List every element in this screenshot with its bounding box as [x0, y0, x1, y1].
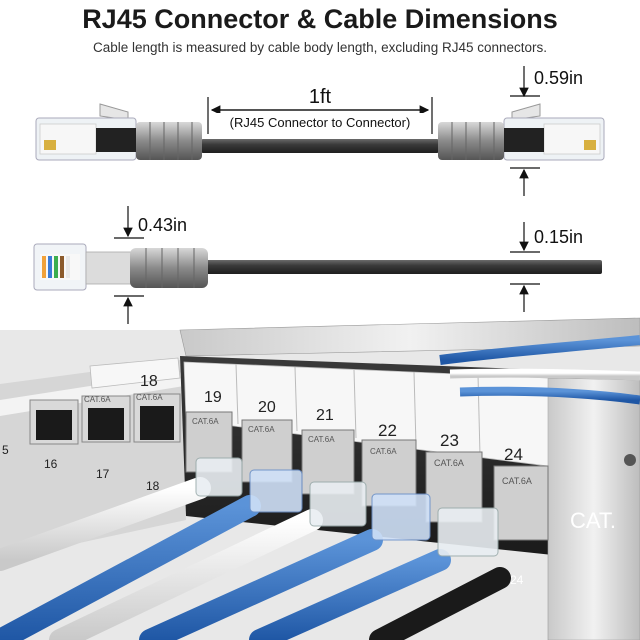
right-rj45-connector — [438, 103, 605, 161]
port-cat-label-22: CAT.6A — [370, 447, 397, 456]
cable-side-body — [200, 260, 602, 274]
page-subtitle: Cable length is measured by cable body l… — [92, 40, 548, 55]
port-cat-label-23: CAT.6A — [434, 458, 464, 468]
port-number-22: 22 — [378, 421, 397, 440]
port-cat-label-left-2: CAT.6A — [136, 393, 163, 402]
port-number-21: 21 — [316, 407, 334, 424]
port-cat-label-left-1: CAT.6A — [84, 395, 111, 404]
port-number-17: 17 — [96, 467, 110, 481]
port-cat-label-21: CAT.6A — [308, 435, 335, 444]
left-rj45-connector — [35, 103, 202, 161]
length-label: 1ft — [309, 86, 332, 108]
port-number-24-bottom: 24 — [510, 573, 524, 587]
left-keystone-ports — [29, 393, 181, 445]
clear-rj45-plugs — [195, 457, 499, 557]
cable-diameter-label: 0.15in — [534, 227, 583, 247]
port-number-18-top: 18 — [140, 373, 158, 390]
connector-height-top-label: 0.59in — [534, 68, 583, 88]
side-rj45-connector — [33, 243, 208, 291]
back-blue-cables — [439, 335, 640, 405]
panel-brand-label: CAT. — [570, 508, 616, 533]
port-number-16: 16 — [44, 457, 58, 471]
foreground-patch-cables — [0, 477, 511, 640]
connector-height-side-label: 0.43in — [138, 215, 187, 235]
port-number-19: 19 — [204, 389, 222, 406]
port-number-20: 20 — [258, 399, 276, 416]
cable-body — [200, 139, 440, 153]
port-cat-label-20: CAT.6A — [248, 425, 275, 434]
port-cat-label-24: CAT.6A — [502, 476, 532, 486]
port-cat-label-19: CAT.6A — [192, 417, 219, 426]
port-number-5: 5 — [2, 443, 9, 457]
top-cable-assembly: 1ft (RJ45 Connector to Connector) 0.59in — [35, 66, 605, 196]
page-title: RJ45 Connector & Cable Dimensions — [82, 4, 558, 34]
port-number-18-left: 18 — [146, 479, 160, 493]
port-number-23: 23 — [440, 431, 459, 450]
side-cable-assembly: 0.43in 0.15in — [33, 206, 602, 324]
length-note: (RJ45 Connector to Connector) — [230, 115, 411, 130]
port-number-24: 24 — [504, 445, 523, 464]
